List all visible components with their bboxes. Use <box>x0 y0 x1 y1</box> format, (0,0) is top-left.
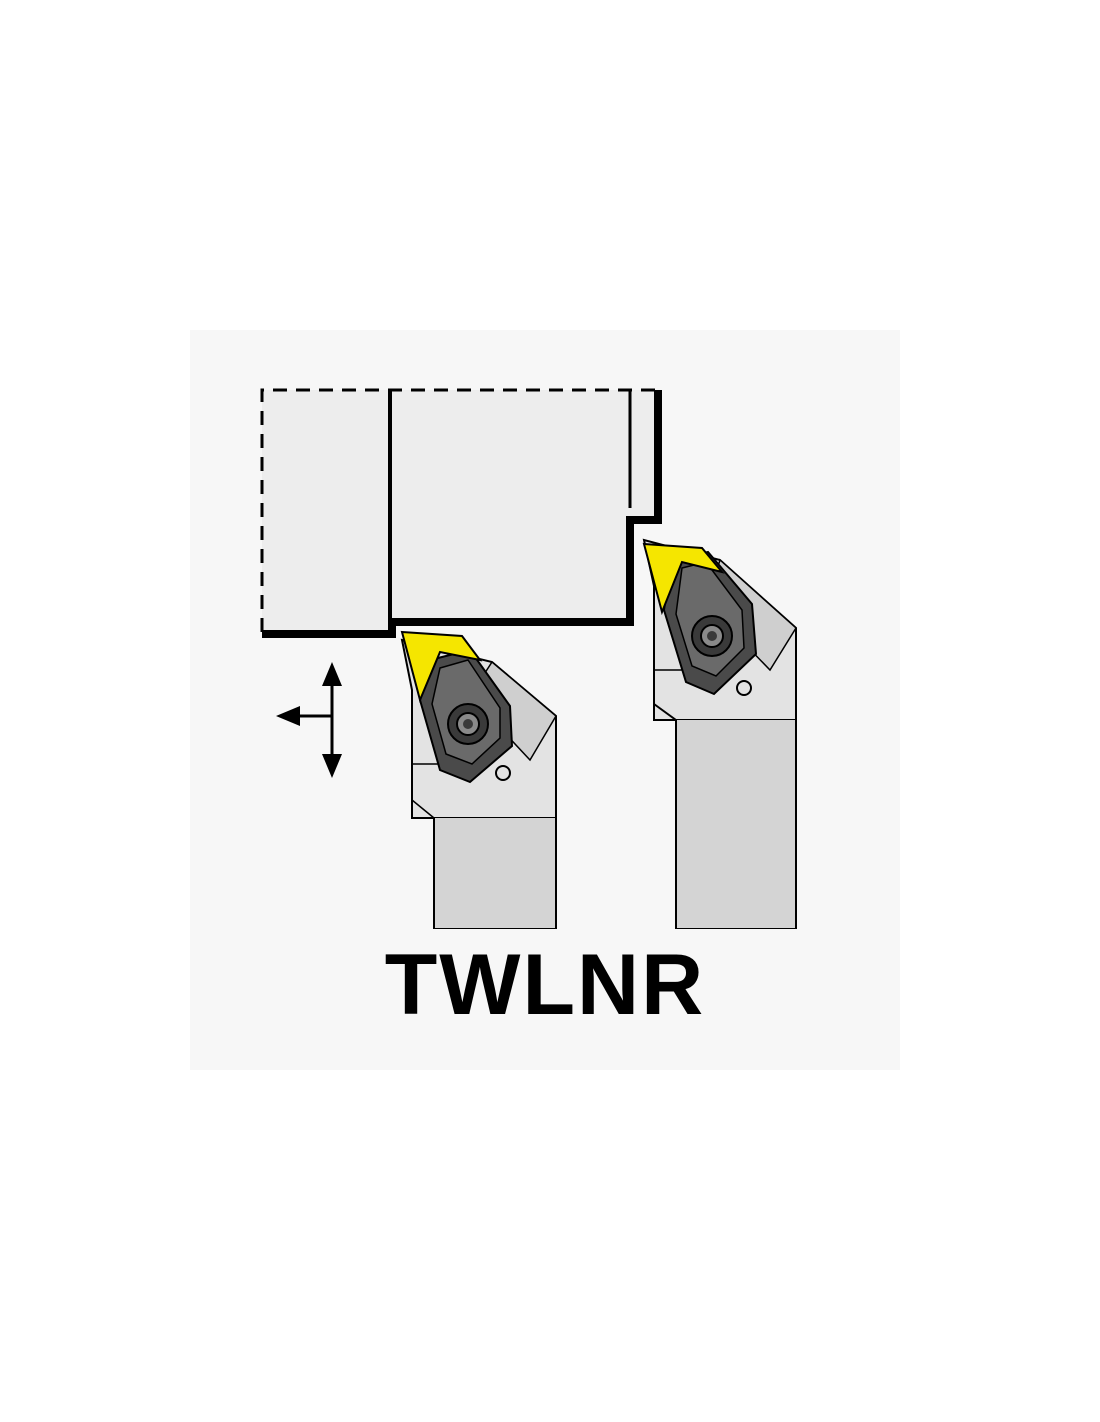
insert-right <box>642 542 725 616</box>
screw-icon <box>447 703 489 745</box>
workpiece-dashed-outline <box>260 388 658 632</box>
workpiece <box>260 388 662 638</box>
insert-left <box>400 630 483 704</box>
tool-holder-right <box>642 538 797 929</box>
feed-direction-arrows-icon <box>276 662 342 778</box>
machined-profile <box>262 390 662 638</box>
tool-holder-left <box>400 630 557 929</box>
screw-icon <box>691 615 733 657</box>
tool-type-label: TWLNR <box>384 937 706 1033</box>
